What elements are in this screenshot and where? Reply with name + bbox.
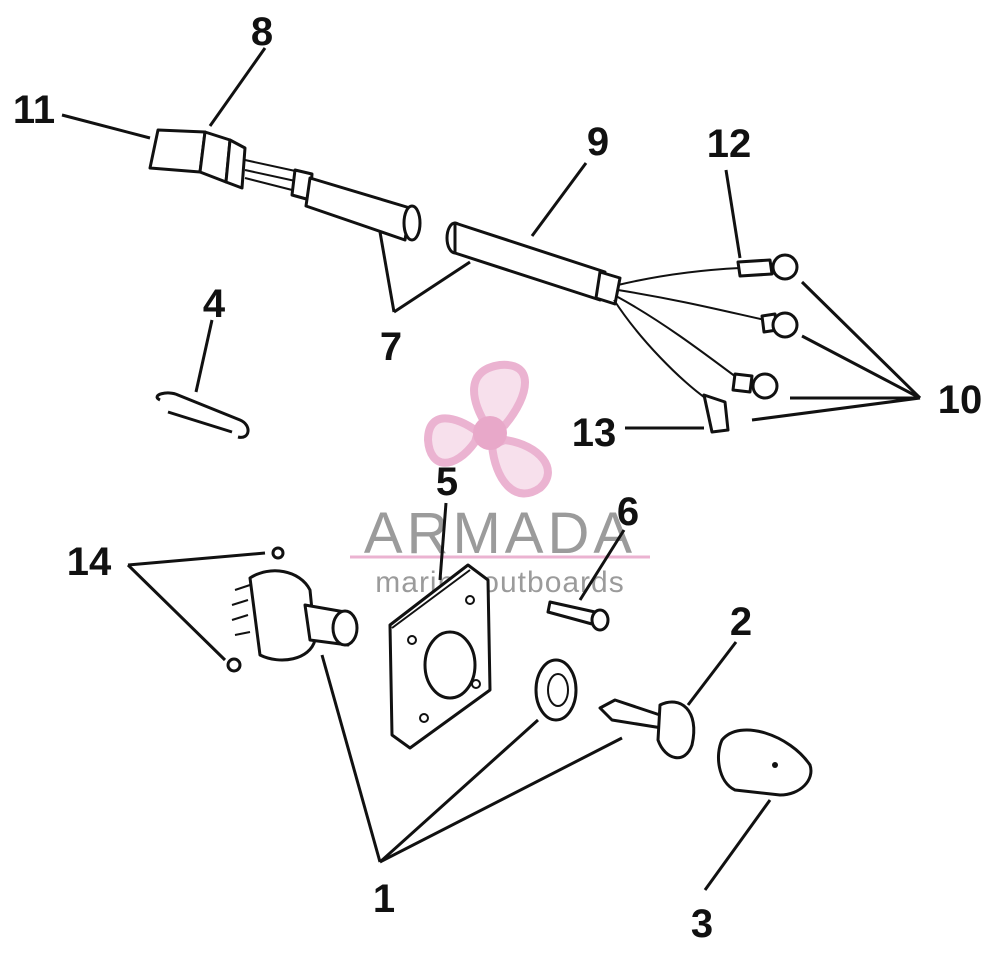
propeller-icon [423,360,552,498]
screw [546,600,610,632]
callout-4: 4 [203,282,226,326]
key-cap [717,728,813,797]
callout-5: 5 [436,460,458,504]
callouts: 8 11 9 12 4 7 10 13 5 6 14 2 1 3 [13,10,982,946]
key [598,698,696,759]
callout-13: 13 [572,411,617,455]
leader-lines [61,47,922,891]
callout-8: 8 [251,10,273,54]
callout-9: 9 [587,120,609,164]
cable-clip [155,391,250,439]
callout-6: 6 [617,490,639,534]
harness-leads [445,221,799,434]
watermark-logo: ARMADA marine outboards [350,360,650,599]
hex-nut [534,658,578,722]
watermark-tagline: marine outboards [375,566,624,599]
callout-11: 11 [13,88,55,132]
callout-7: 7 [380,325,402,369]
callout-1: 1 [373,877,395,921]
watermark-brand: ARMADA [364,501,636,566]
callout-14: 14 [67,540,112,584]
callout-3: 3 [691,902,713,946]
callout-12: 12 [707,122,752,166]
callout-2: 2 [730,600,752,644]
mounting-plate [388,563,492,750]
harness-connector [148,128,422,242]
callout-10: 10 [938,378,983,422]
ignition-switch [226,546,359,673]
